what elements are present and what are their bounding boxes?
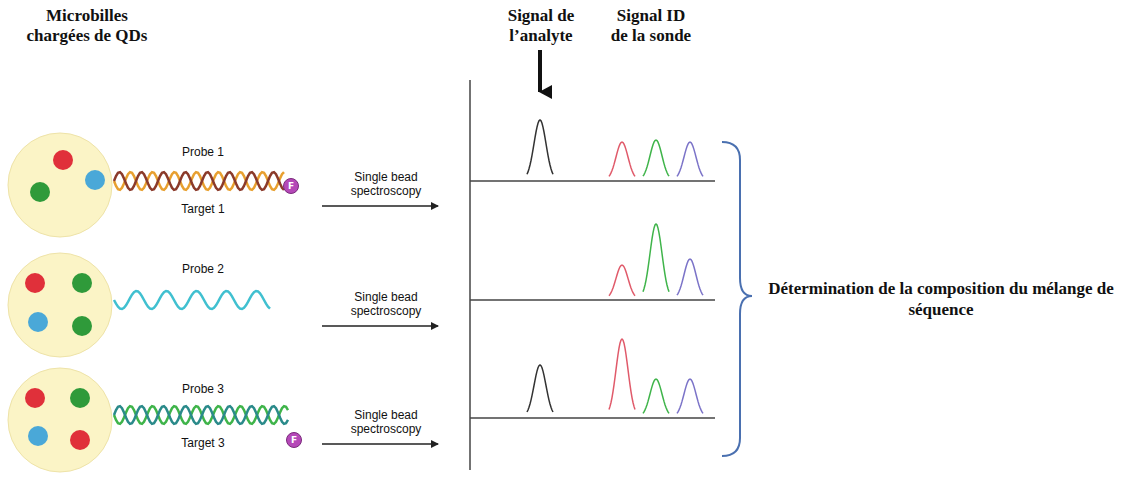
process-arrow (322, 206, 438, 444)
spectrum-peak (643, 140, 669, 176)
heading: Microbilles chargées de QDs (22, 6, 152, 46)
spectrum-peak (643, 224, 669, 292)
spectrum-peak (677, 379, 703, 413)
header-label: Signal de l’analyte (486, 6, 596, 46)
fluorophore-label: F (288, 182, 294, 191)
strand-label: Target 3 (168, 436, 238, 450)
quantum-dot (25, 150, 105, 450)
spectrum-peak (677, 142, 703, 176)
indicator-arrow (538, 50, 542, 92)
dna-strand (114, 172, 288, 424)
conclusion-label: Détermination de la composition du mélan… (752, 278, 1130, 320)
dna-strand (114, 172, 284, 190)
strand-label: Probe 3 (168, 382, 238, 396)
spectrum-peak (609, 142, 635, 176)
dna-strand (114, 406, 288, 424)
spectrum-peak (527, 365, 553, 412)
dna-strand (114, 172, 284, 190)
fluorophore: F (286, 432, 302, 448)
spectrum-peak (527, 120, 553, 174)
spectrum-peak (609, 265, 635, 296)
spectrum-peak (643, 379, 669, 413)
process-label: Single bead spectroscopy (336, 408, 436, 436)
fluorophore: F (283, 178, 299, 194)
strand-label: Probe 1 (168, 145, 238, 159)
fluorophore-label: F (291, 436, 297, 445)
strand-label: Probe 2 (168, 262, 238, 276)
spectrum-peak (677, 259, 703, 295)
process-label: Single bead spectroscopy (336, 170, 436, 198)
spectrum-peak (527, 120, 703, 413)
bead (8, 133, 112, 472)
header-label: Signal ID de la sonde (610, 6, 692, 46)
dna-strand (114, 406, 288, 424)
bracket (722, 142, 752, 456)
spectrum-axis (470, 80, 715, 470)
process-label: Single bead spectroscopy (336, 290, 436, 318)
strand-label: Target 1 (168, 202, 238, 216)
dna-strand (114, 291, 270, 309)
spectrum-peak (609, 339, 635, 410)
